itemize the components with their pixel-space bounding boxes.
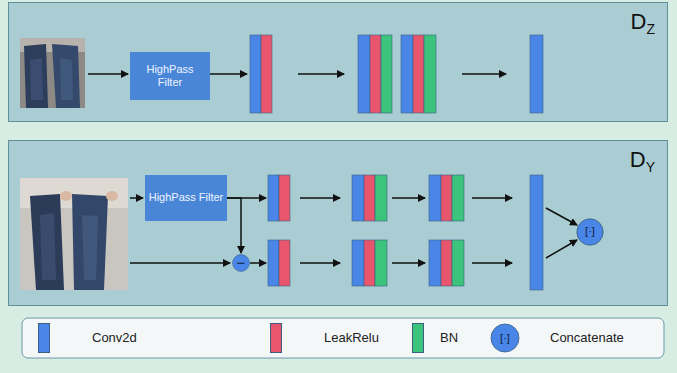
operator-symbol: [·] <box>585 225 595 238</box>
operator-circle: − <box>232 254 250 272</box>
box-label: HighPass Filter <box>133 63 207 89</box>
legend-label: BN <box>440 330 458 346</box>
panel-fill <box>8 2 668 122</box>
panel-heading: DZ <box>631 9 655 37</box>
filter-box: HighPass Filter <box>145 175 227 221</box>
operator-symbol: − <box>237 254 246 272</box>
legend-label: LeakRelu <box>324 330 379 346</box>
legend-swatch <box>412 323 424 353</box>
branch-arrow <box>227 198 241 253</box>
input-photo <box>20 178 128 290</box>
concatenate-symbol <box>491 324 519 352</box>
input-photo <box>20 38 85 108</box>
legend-swatch <box>38 323 50 353</box>
layer-stack <box>250 35 543 113</box>
legend-label: Concatenate <box>550 330 624 346</box>
legend-box <box>22 318 664 358</box>
panel-fill <box>8 140 668 306</box>
operator-circle: [·] <box>576 218 604 246</box>
discriminator-panel: DZ HighPass Filter <box>8 2 668 122</box>
filter-box: HighPass Filter <box>130 52 210 100</box>
symbol-label: [·] <box>500 330 510 346</box>
box-label: HighPass Filter <box>149 191 224 204</box>
panel-heading: DY <box>630 147 655 175</box>
discriminator-panel: DY HighPass Filter − [·] <box>8 140 668 306</box>
legend-label: Conv2d <box>92 330 137 346</box>
flow-arrows <box>88 74 577 263</box>
legend-swatch <box>270 323 282 353</box>
layer-stack <box>268 175 543 290</box>
